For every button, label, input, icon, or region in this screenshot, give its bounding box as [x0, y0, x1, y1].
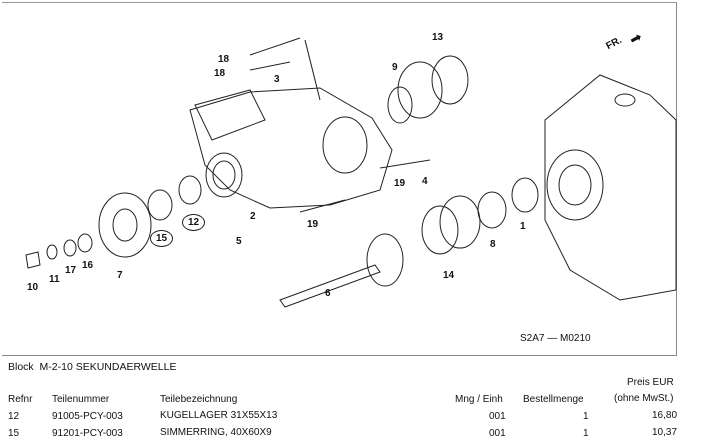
callout-9: 9 — [392, 62, 398, 73]
callout-16: 16 — [82, 260, 94, 271]
cell-bezeichnung: KUGELLAGER 31X55X13 — [160, 410, 278, 421]
cell-teilenummer: 91201-PCY-003 — [52, 428, 123, 439]
diagram-code: S2A7 — M0210 — [520, 333, 591, 344]
callout-15: 15 — [150, 230, 174, 247]
header-preis-note: (ohne MwSt.) — [614, 393, 674, 404]
callout-19: 19 — [307, 219, 319, 230]
callout-1: 1 — [520, 221, 526, 232]
callout-13: 13 — [432, 32, 444, 43]
cell-refnr: 15 — [8, 428, 20, 439]
callout-8: 8 — [490, 239, 496, 250]
header-bezeichnung: Teilebezeichnung — [160, 394, 238, 405]
cell-bestell: 1 — [583, 428, 589, 439]
callout-19: 19 — [394, 178, 406, 189]
callout-6: 6 — [325, 288, 331, 299]
block-title: Block M-2-10 SEKUNDAERWELLE — [8, 361, 176, 373]
cell-preis: 16,80 — [652, 410, 678, 421]
header-refnr: Refnr — [8, 394, 33, 405]
callout-4: 4 — [422, 176, 428, 187]
cell-bestell: 1 — [583, 411, 589, 422]
cell-mng: 001 — [489, 411, 506, 422]
header-preis: Preis EUR — [627, 377, 674, 388]
callout-17: 17 — [65, 265, 77, 276]
transfer-housing — [189, 87, 393, 209]
callout-18: 18 — [214, 68, 226, 79]
header-mng: Mng / Einh — [455, 394, 503, 405]
secondary-shaft — [279, 264, 381, 308]
callout-10: 10 — [27, 282, 39, 293]
callout-5: 5 — [236, 236, 242, 247]
transmission-case — [544, 74, 677, 301]
callout-7: 7 — [117, 270, 123, 281]
cell-teilenummer: 91005-PCY-003 — [52, 411, 123, 422]
callout-3: 3 — [274, 74, 280, 85]
cell-preis: 10,37 — [652, 427, 678, 438]
bearing-13 — [397, 61, 443, 119]
callout-12: 12 — [182, 214, 206, 231]
callout-11: 11 — [49, 274, 60, 285]
callout-14: 14 — [443, 270, 455, 281]
header-teilenummer: Teilenummer — [52, 394, 110, 405]
callout-2: 2 — [250, 211, 256, 222]
housing-port — [205, 152, 243, 198]
block-label: Block — [8, 361, 34, 373]
cell-refnr: 12 — [8, 411, 20, 422]
parts-diagram: 18 18 3 13 9 4 19 2 5 19 12 15 7 16 17 1… — [2, 2, 677, 356]
exploded-view-drawing — [25, 37, 677, 308]
cell-mng: 001 — [489, 428, 506, 439]
cell-bezeichnung: SIMMERRING, 40X60X9 — [160, 427, 272, 438]
block-name: M-2-10 SEKUNDAERWELLE — [39, 361, 177, 373]
callout-18: 18 — [218, 54, 230, 65]
header-bestell: Bestellmenge — [523, 394, 584, 405]
flange-7 — [98, 192, 152, 258]
